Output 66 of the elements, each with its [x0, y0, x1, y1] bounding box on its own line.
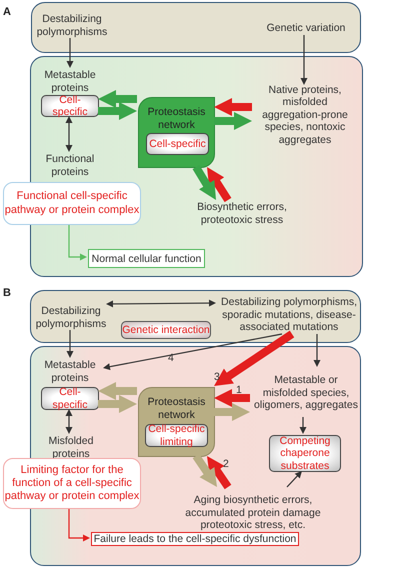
network-label: Proteostasis network: [146, 396, 206, 422]
node-text: Misfolded proteins: [39, 435, 103, 461]
block-arrow: [98, 102, 137, 120]
box-label: Normal cellular function: [92, 252, 202, 264]
arrow: [103, 333, 282, 370]
edge-label: 3: [214, 371, 220, 383]
panel-letter: B: [3, 287, 11, 299]
arrow: [66, 409, 72, 434]
panel-letter: A: [3, 6, 11, 18]
block-arrow: [214, 112, 252, 130]
arrow: [68, 225, 87, 260]
node-text: Biosynthetic errors, proteotoxic stress: [193, 201, 291, 227]
node-text: Functional proteins: [36, 153, 104, 179]
edge-label: 1: [236, 384, 242, 396]
block-arrow: [207, 456, 232, 490]
box-label: Limiting factor for the function of a cell-specific pathway or protein complex: [4, 464, 140, 504]
process-box: [41, 387, 99, 410]
node-text: Destabilizing polymorphisms: [27, 13, 117, 39]
process-box: [146, 133, 209, 155]
arrow: [66, 116, 72, 152]
node-text: Metastable proteins: [36, 69, 104, 95]
box-label: Genetic interaction: [122, 324, 210, 336]
block-arrow: [214, 98, 252, 116]
box-label: Cell-specific: [51, 94, 88, 118]
band-panel: [30, 290, 361, 343]
node-text: Metastable or misfolded species, oligomers, aggregates: [251, 368, 361, 418]
block-arrow: [98, 382, 137, 400]
node-text: Destabilizing polymorphisms: [35, 305, 107, 331]
block-arrow: [192, 164, 216, 200]
process-box: [121, 321, 211, 339]
callout-box: [3, 182, 141, 225]
block-arrow: [214, 403, 250, 421]
result-box: [91, 532, 299, 546]
box-label: Cell-specific: [149, 138, 206, 150]
node-text: Metastable proteins: [36, 359, 104, 385]
network-label: Proteostasis network: [146, 106, 206, 132]
block-arrow: [98, 90, 137, 108]
block-arrow: [214, 389, 250, 407]
arrow: [286, 471, 302, 488]
result-box: [88, 249, 205, 268]
arrow: [300, 417, 306, 434]
arrow: [300, 35, 308, 85]
node-text: Genetic variation: [259, 20, 353, 36]
band-panel: [31, 2, 361, 53]
arrow: [314, 334, 320, 367]
block-arrow: [192, 454, 217, 487]
network-shape: [138, 97, 215, 168]
box-label: Functional cell-specific pathway or protein complex: [4, 190, 140, 217]
block-arrow: [98, 395, 137, 413]
edge-label: 2: [223, 458, 229, 470]
arrow: [68, 509, 90, 542]
block-arrow: [214, 330, 294, 386]
block-arrow: [207, 167, 232, 202]
box-label: Competing chaperone substrates: [278, 435, 332, 472]
callout-box: [3, 458, 141, 509]
box-label: Failure leads to the cell-specific dysfunction: [94, 533, 296, 545]
network-shape: [138, 387, 215, 457]
arrow: [66, 330, 74, 358]
node-text: Native proteins, misfolded aggregation-prone species, nontoxic aggregates: [253, 86, 357, 144]
process-box: [41, 95, 99, 117]
node-text: Destabilizing polymorphisms, sporadic mutations, disease-associated mutations: [217, 295, 361, 335]
box-label: Cell-specific: [51, 386, 88, 411]
arrow: [66, 38, 74, 68]
arrow: [106, 300, 216, 308]
box-label: Cell-specific limiting: [147, 423, 206, 448]
process-box: [269, 435, 341, 472]
